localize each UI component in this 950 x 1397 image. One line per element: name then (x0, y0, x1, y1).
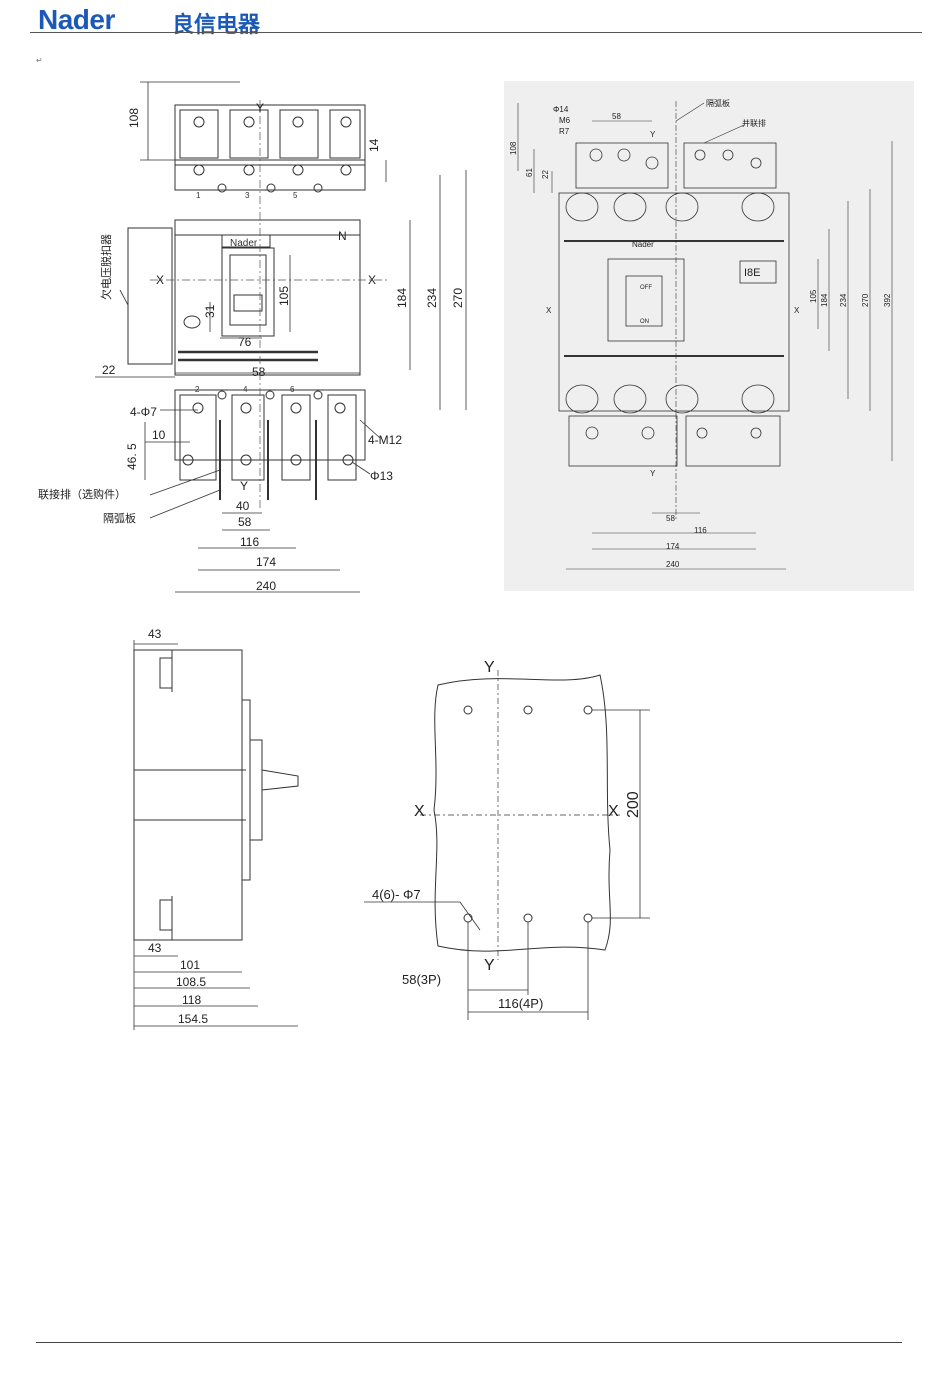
label-4phi7: 4-Φ7 (130, 405, 157, 419)
dim-108: 108 (127, 108, 141, 128)
photo-dim-58: 58 (612, 112, 621, 121)
side-dim-43-bottom: 43 (148, 941, 162, 955)
top-terminals (175, 105, 365, 192)
mounting-labels: Y Y X X 200 4(6)- Φ7 58(3P) 116(4P) (372, 659, 642, 1011)
label-y-bottom: Y (240, 479, 248, 493)
dim-14: 14 (367, 138, 381, 152)
photo-dim-174: 174 (666, 542, 680, 551)
label-x-left: X (156, 273, 164, 287)
photo-brand: Nader (632, 240, 654, 249)
terminal-3: 3 (245, 191, 250, 200)
photo-label-x-right: X (794, 306, 800, 315)
terminal-numbers-top: 1 3 5 (196, 191, 298, 200)
terminal-1: 1 (196, 191, 201, 200)
label-phi13: Φ13 (370, 469, 393, 483)
label-arc: 隔弧板 (103, 511, 136, 525)
dim-184: 184 (395, 288, 409, 308)
dim-116: 116 (240, 535, 259, 549)
photo-off: OFF (640, 285, 652, 291)
side-dimension-labels: 43 43 101 108.5 118 154.5 (148, 627, 208, 1026)
mount-label-x-left: X (414, 803, 425, 820)
mounting-panel-outline (434, 675, 610, 951)
photo-dim-58b: 58 (666, 514, 675, 523)
label-phi14: Φ14 (553, 105, 569, 114)
side-dimension-lines (134, 640, 298, 1030)
label-y-top: Y (256, 101, 264, 115)
mount-label-holes: 4(6)- Φ7 (372, 887, 421, 902)
page-mark: ↵ (36, 56, 43, 65)
dim-270: 270 (451, 288, 465, 308)
mount-dim-116-4p: 116(4P) (498, 996, 543, 1011)
side-dim-118: 118 (182, 993, 201, 1007)
dim-31: 31 (203, 304, 217, 318)
photo-on: ON (640, 319, 649, 325)
label-undervoltage: 欠电压脱扣器 (99, 234, 113, 300)
header-rule (30, 32, 922, 33)
terminal-4: 4 (243, 385, 248, 394)
dim-105: 105 (277, 286, 291, 306)
label-x-right: X (368, 273, 376, 287)
photo-display: I8E (744, 267, 761, 279)
label-r7: R7 (559, 127, 570, 136)
photo-dim-392: 392 (883, 293, 892, 307)
terminal-6: 6 (290, 385, 295, 394)
side-body (134, 650, 298, 940)
side-dim-108-5: 108.5 (176, 975, 206, 989)
mounting-holes-drawing: Y Y X X 200 4(6)- Φ7 58(3P) 116(4P) (360, 650, 680, 1030)
photo-dim-116: 116 (694, 526, 707, 535)
terminal-2: 2 (195, 385, 200, 394)
dim-234: 234 (425, 288, 439, 308)
dim-240: 240 (256, 579, 276, 593)
terminal-5: 5 (293, 191, 298, 200)
photo-dim-22: 22 (541, 170, 550, 179)
label-n: N (338, 229, 347, 243)
photo-dim-234: 234 (839, 293, 848, 307)
label-4m12: 4-M12 (368, 433, 402, 447)
label-arc-barrier: 隔弧板 (706, 98, 730, 108)
dim-58b: 58 (238, 515, 252, 529)
mount-dim-200: 200 (625, 791, 642, 818)
four-pole-view: Φ14 M6 R7 隔弧板 并联排 58 108 61 22 105 184 2… (504, 81, 914, 591)
label-m6: M6 (559, 116, 571, 125)
dim-76: 76 (238, 335, 252, 349)
brand-logo-cn: 良信电器 (172, 7, 260, 39)
footer-rule (36, 1342, 902, 1343)
side-dim-43-top: 43 (148, 627, 162, 641)
dim-22: 22 (102, 363, 116, 377)
photo-background (504, 81, 914, 591)
photo-dim-105: 105 (809, 289, 818, 303)
side-dim-154-5: 154.5 (178, 1012, 208, 1026)
mounting-holes (464, 706, 592, 922)
mount-label-x-right: X (608, 803, 619, 820)
photo-label-y-bottom: Y (650, 469, 656, 478)
photo-dim-270: 270 (861, 293, 870, 307)
photo-label-y-top: Y (650, 130, 656, 139)
front-view-drawing: 1 3 5 Nader 2 4 6 (0, 70, 490, 610)
mount-dim-58-3p: 58(3P) (402, 972, 441, 987)
side-dim-101: 101 (180, 958, 200, 972)
photo-dim-108: 108 (509, 141, 518, 155)
side-view-drawing: 43 43 101 108.5 118 154.5 (120, 620, 320, 1040)
bottom-terminals (175, 390, 365, 500)
photo-dim-240: 240 (666, 560, 680, 569)
dim-58: 58 (252, 365, 266, 379)
dim-174: 174 (256, 555, 276, 569)
front-brand: Nader (230, 238, 258, 249)
label-parallel-bus: 并联排 (742, 118, 766, 128)
label-busbar: 联接排（选购件） (38, 487, 126, 501)
dim-40: 40 (236, 499, 250, 513)
photo-dim-184: 184 (820, 293, 829, 307)
mount-label-y-bottom: Y (484, 957, 495, 974)
photo-label-x-left: X (546, 306, 552, 315)
photo-dim-61: 61 (525, 168, 534, 177)
mount-label-y-top: Y (484, 659, 495, 676)
page-header: Nader 良信电器 (30, 0, 922, 40)
dim-46-5: 46. 5 (125, 443, 139, 470)
dim-10: 10 (152, 428, 166, 442)
centerlines (150, 100, 390, 510)
